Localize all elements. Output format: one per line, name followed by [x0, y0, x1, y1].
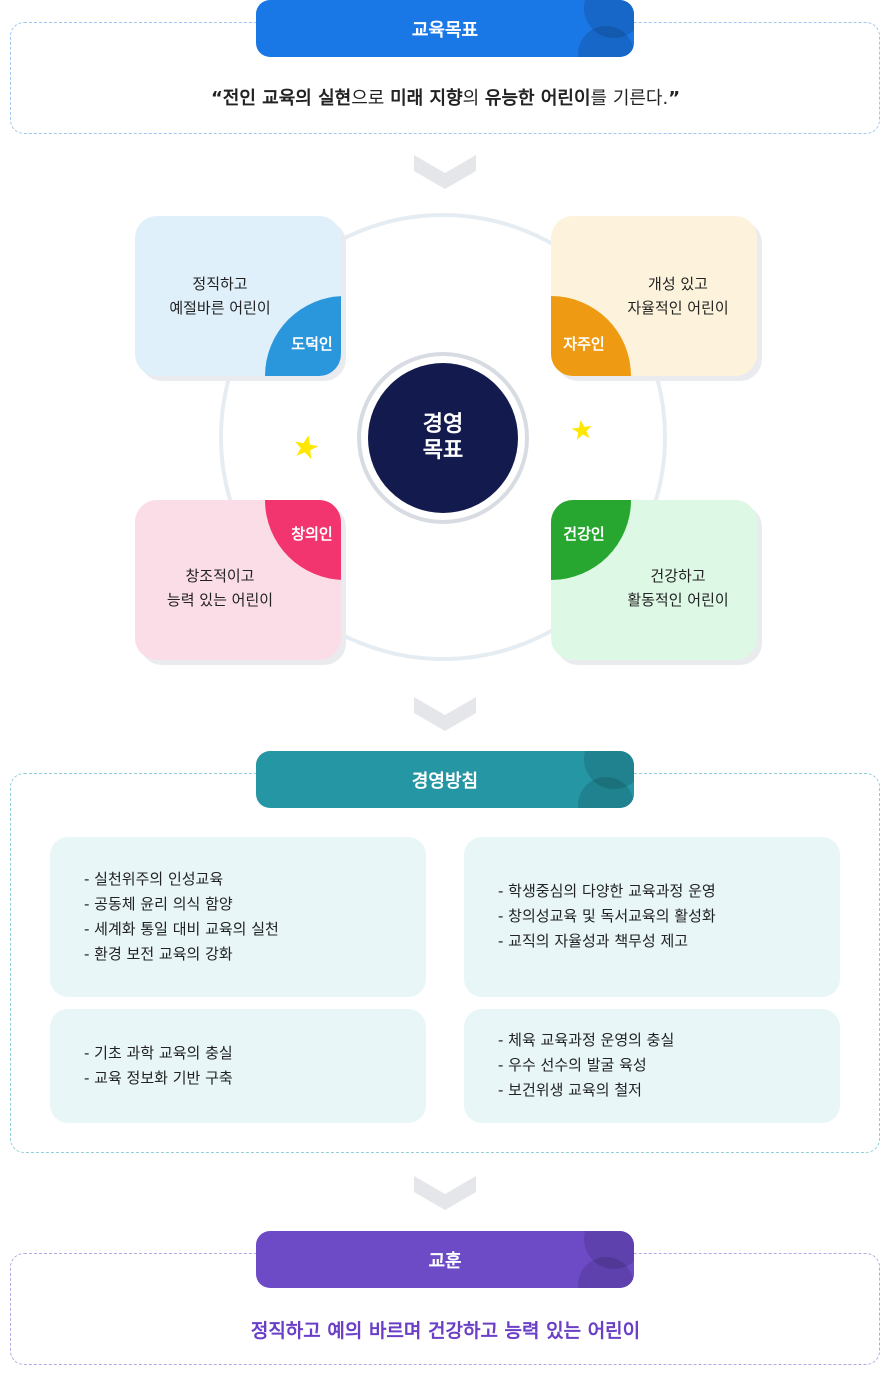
policy-item: - 환경 보전 교육의 강화	[84, 945, 233, 963]
goal-card-desc: 개성 있고 자율적인 어린이	[627, 275, 729, 317]
policy-title: 경영방침	[411, 770, 479, 792]
goal-ring	[219, 213, 667, 661]
policy-card: - 기초 과학 교육의 충실 - 교육 정보화 기반 구축	[50, 1009, 426, 1123]
policy-card: - 학생중심의 다양한 교육과정 운영 - 창의성교육 및 독서교육의 활성화 …	[464, 837, 840, 997]
goal-card-moral: 정직하고 예절바른 어린이 도덕인	[135, 216, 341, 376]
policy-item: - 창의성교육 및 독서교육의 활성화	[498, 907, 716, 925]
policy-item: - 체육 교육과정 운영의 충실	[498, 1031, 675, 1049]
goal-card-tag: 도덕인	[265, 296, 341, 376]
chevron-down-icon	[414, 697, 476, 731]
policy-card: - 체육 교육과정 운영의 충실 - 우수 선수의 발굴 육성 - 보건위생 교…	[464, 1009, 840, 1123]
motto-statement: 정직하고 예의 바르며 건강하고 능력 있는 어린이	[250, 1320, 641, 1342]
policy-item: - 세계화 통일 대비 교육의 실천	[84, 920, 279, 938]
goal-card-independent: 개성 있고 자율적인 어린이 자주인	[551, 216, 757, 376]
policy-item: - 교육 정보화 기반 구축	[84, 1069, 233, 1087]
policy-card: - 실천위주의 인성교육 - 공동체 윤리 의식 함양 - 세계화 통일 대비 …	[50, 837, 426, 997]
star-icon	[571, 420, 592, 440]
policy-item: - 학생중심의 다양한 교육과정 운영	[498, 882, 716, 900]
goal-title-pill: 교육목표	[256, 0, 634, 57]
policy-title-pill: 경영방침	[256, 751, 634, 808]
policy-item: - 기초 과학 교육의 충실	[84, 1044, 233, 1062]
goal-card-desc: 건강하고 활동적인 어린이	[627, 567, 729, 609]
motto-title: 교훈	[428, 1250, 462, 1272]
goal-card-health: 건강인 건강하고 활동적인 어린이	[551, 500, 757, 660]
goal-title: 교육목표	[411, 19, 479, 41]
policy-item: - 보건위생 교육의 철저	[498, 1081, 642, 1099]
center-label-1: 경영	[422, 412, 464, 437]
star-icon	[295, 435, 319, 460]
goal-statement: “전인 교육의 실현으로 미래 지향의 유능한 어린이를 기른다.”	[210, 88, 681, 109]
chevron-down-icon	[414, 155, 476, 189]
policy-item: - 교직의 자율성과 책무성 제고	[498, 932, 689, 950]
motto-title-pill: 교훈	[256, 1231, 634, 1288]
goal-card-desc: 창조적이고 능력 있는 어린이	[166, 567, 274, 609]
center-label-2: 목표	[422, 438, 464, 463]
center-badge: 경영 목표	[368, 363, 518, 513]
goal-card-creative: 창의인 창조적이고 능력 있는 어린이	[135, 500, 341, 660]
policy-item: - 공동체 윤리 의식 함양	[84, 895, 233, 913]
goal-card-desc: 정직하고 예절바른 어린이	[169, 275, 271, 317]
chevron-down-icon	[414, 1176, 476, 1210]
policy-item: - 실천위주의 인성교육	[84, 870, 224, 888]
policy-item: - 우수 선수의 발굴 육성	[498, 1056, 647, 1074]
